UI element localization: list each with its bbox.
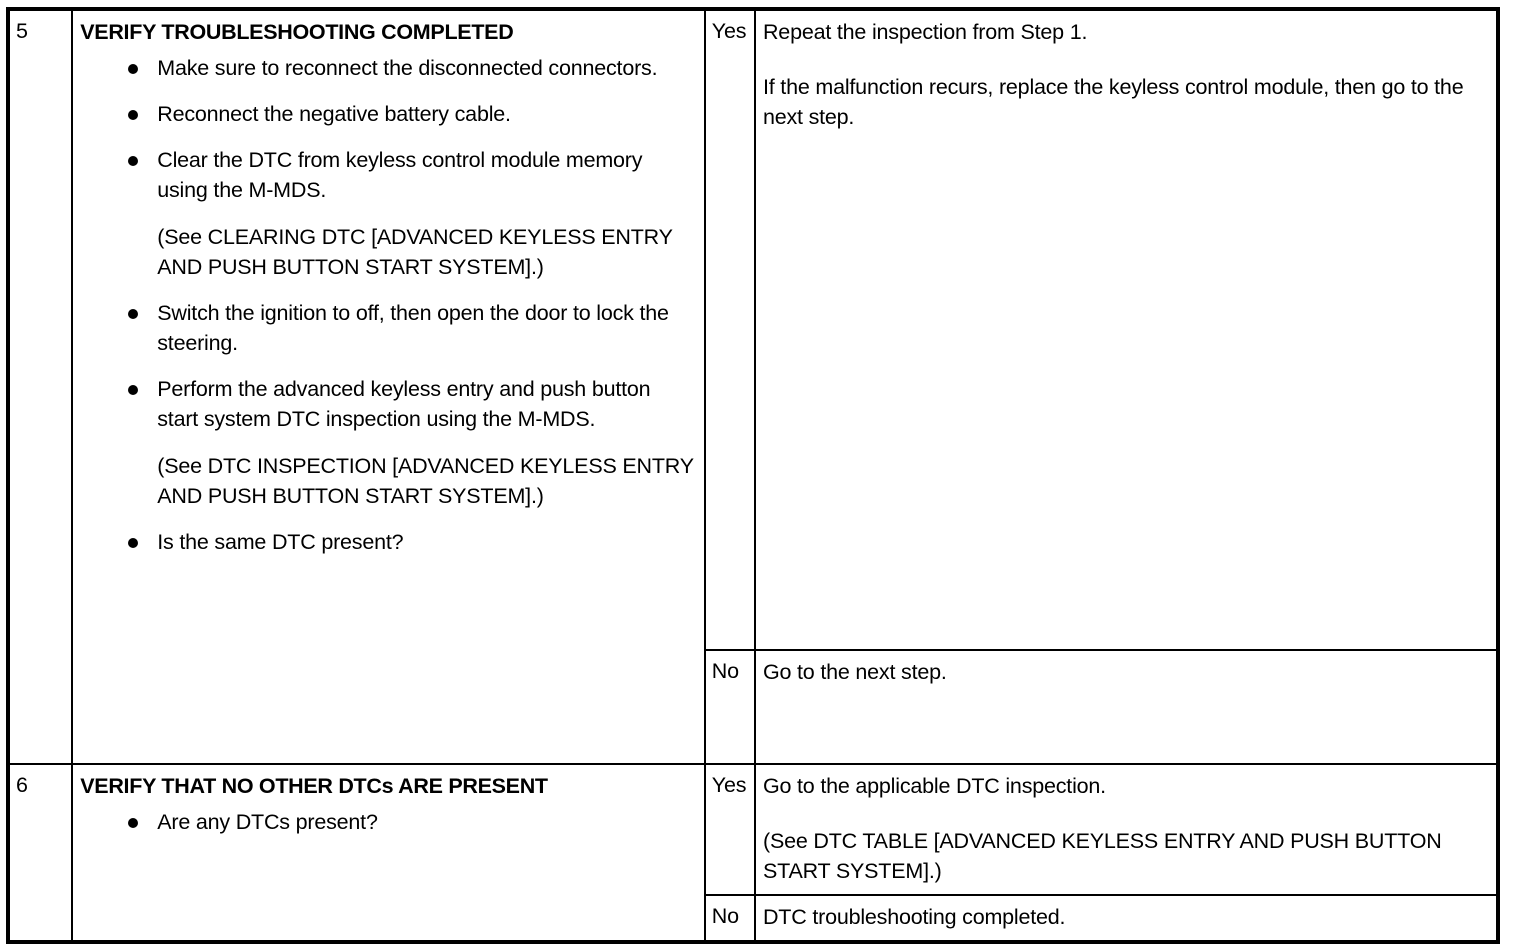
action-bullet-list-5: Make sure to reconnect the disconnected … [80,53,697,557]
result-detail-cell-5-no: Go to the next step. [753,649,1500,765]
bullet-text: Switch the ignition to off, then open th… [157,301,669,355]
list-item: Perform the advanced keyless entry and p… [80,374,697,511]
table-row-step-5: 5 VERIFY TROUBLESHOOTING COMPLETED Make … [6,8,1500,765]
action-cell-6: VERIFY THAT NO OTHER DTCs ARE PRESENT Ar… [71,763,706,943]
bullet-reference-note: (See CLEARING DTC [ADVANCED KEYLESS ENTR… [157,225,673,279]
result-label-no: No [711,904,739,928]
action-cell-5: VERIFY TROUBLESHOOTING COMPLETED Make su… [71,8,706,765]
list-item: Reconnect the negative battery cable. [80,99,697,129]
list-item: Clear the DTC from keyless control modul… [80,145,697,282]
table-row-step-5-no: No Go to the next step. [8,649,1500,765]
detail-paragraph: DTC troubleshooting completed. [762,905,1066,929]
step-number-cell-5: 5 [6,8,74,765]
bullet-text: Reconnect the negative battery cable. [157,102,511,126]
bullet-reference-note: (See DTC INSPECTION [ADVANCED KEYLESS EN… [157,454,694,508]
action-heading-6: VERIFY THAT NO OTHER DTCs ARE PRESENT [80,774,548,798]
result-label-cell-5-yes: Yes [703,8,756,651]
result-label-cell-5-no: No [703,649,756,765]
list-item: Is the same DTC present? [80,527,697,557]
detail-paragraph: (See DTC TABLE [ADVANCED KEYLESS ENTRY A… [762,829,1442,883]
result-label-yes: Yes [711,19,747,43]
table-row-step-6-no: No DTC troubleshooting completed. [8,894,1500,943]
action-content-6: VERIFY THAT NO OTHER DTCs ARE PRESENT Ar… [73,765,704,845]
action-content-5: VERIFY TROUBLESHOOTING COMPLETED Make su… [73,11,704,581]
bullet-text: Clear the DTC from keyless control modul… [157,148,643,202]
detail-paragraph: Repeat the inspection from Step 1. [762,20,1088,44]
detail-paragraph: Go to the applicable DTC inspection. [762,774,1106,798]
list-item: Are any DTCs present? [80,807,697,837]
result-detail-cell-5-yes: Repeat the inspection from Step 1. If th… [753,8,1500,651]
action-heading-5: VERIFY TROUBLESHOOTING COMPLETED [80,20,514,44]
action-bullet-list-6: Are any DTCs present? [80,807,697,837]
result-detail-no: DTC troubleshooting completed. [756,896,1496,940]
bullet-text: Is the same DTC present? [157,530,404,554]
step-number-6: 6 [16,773,28,797]
result-detail-cell-6-yes: Go to the applicable DTC inspection. (Se… [753,763,1500,896]
result-detail-yes: Go to the applicable DTC inspection. (Se… [756,765,1496,894]
bullet-text: Make sure to reconnect the disconnected … [157,56,658,80]
result-detail-no: Go to the next step. [756,651,1496,695]
step-number-cell-6: 6 [6,763,74,943]
result-label-yes: Yes [711,773,747,797]
bullet-text: Perform the advanced keyless entry and p… [157,377,651,431]
result-label-cell-6-yes: Yes [703,763,756,896]
step-number-5: 5 [16,19,28,43]
detail-paragraph: Go to the next step. [762,660,947,684]
bullet-text: Are any DTCs present? [157,810,378,834]
list-item: Make sure to reconnect the disconnected … [80,53,697,83]
list-item: Switch the ignition to off, then open th… [80,298,697,358]
result-label-no: No [711,659,739,683]
result-detail-yes: Repeat the inspection from Step 1. If th… [756,11,1496,140]
table-row-step-6: 6 VERIFY THAT NO OTHER DTCs ARE PRESENT … [6,763,1500,943]
result-detail-cell-6-no: DTC troubleshooting completed. [753,894,1500,943]
troubleshooting-table: 5 VERIFY TROUBLESHOOTING COMPLETED Make … [6,7,1500,944]
detail-paragraph: If the malfunction recurs, replace the k… [762,75,1464,129]
result-label-cell-6-no: No [703,894,756,943]
